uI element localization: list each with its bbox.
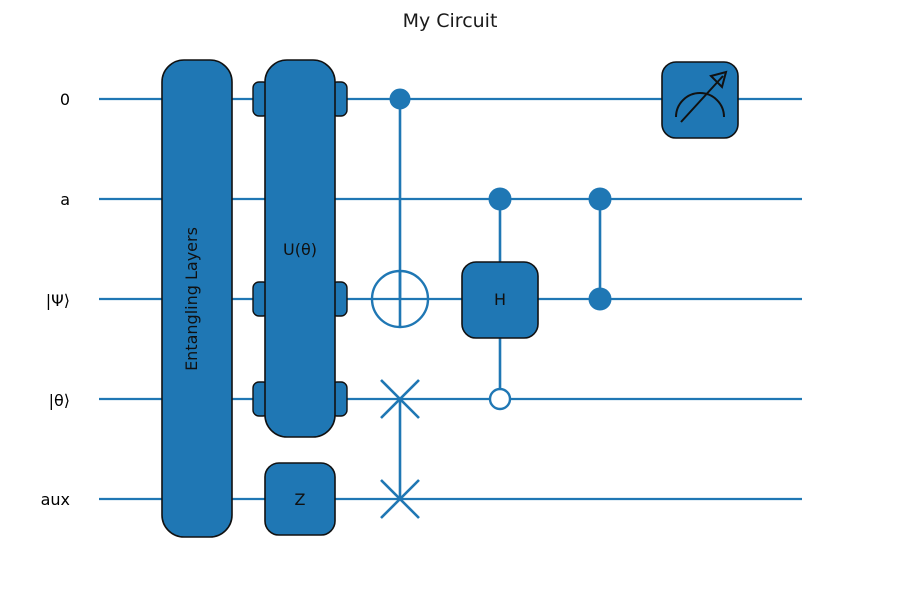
control-dot-icon xyxy=(488,187,512,211)
gate-controlled-hadamard[interactable]: H xyxy=(461,187,539,411)
gate-controlled-z[interactable] xyxy=(588,187,612,311)
u-theta-gate-box[interactable] xyxy=(264,59,336,438)
gate-measurement[interactable] xyxy=(661,61,739,139)
gate-z[interactable]: Z xyxy=(264,462,336,536)
wire-label-aux: aux xyxy=(41,490,70,509)
swap-cross-icon xyxy=(380,479,420,519)
wire-label-a: a xyxy=(60,190,70,209)
swap-cross-icon xyxy=(380,379,420,419)
z-gate-box[interactable] xyxy=(264,462,336,536)
gate-entangling-layers[interactable]: Entangling Layers xyxy=(161,59,233,538)
figure-title: My Circuit xyxy=(403,10,498,32)
control-dot-icon xyxy=(588,187,612,211)
wire-label-theta: |θ⟩ xyxy=(49,391,70,410)
measurement-meter-icon xyxy=(675,70,728,123)
hadamard-gate-box[interactable] xyxy=(461,261,539,339)
wire-label-psi: |Ψ⟩ xyxy=(46,291,70,310)
gate-u-theta[interactable]: U(θ) xyxy=(252,59,348,438)
gate-cnot[interactable] xyxy=(370,88,430,329)
u-theta-gate-label: U(θ) xyxy=(283,240,317,259)
control-dot-icon xyxy=(389,88,411,110)
wire-label-0: 0 xyxy=(60,90,70,109)
entangling-layers-gate-box[interactable] xyxy=(161,59,233,538)
z-gate-label: Z xyxy=(295,490,306,509)
gate-swap[interactable] xyxy=(380,379,420,519)
control-dot-icon xyxy=(588,287,612,311)
open-control-dot-icon xyxy=(488,387,512,411)
entangling-layers-gate-label: Entangling Layers xyxy=(182,227,201,371)
hadamard-gate-label: H xyxy=(494,290,506,309)
